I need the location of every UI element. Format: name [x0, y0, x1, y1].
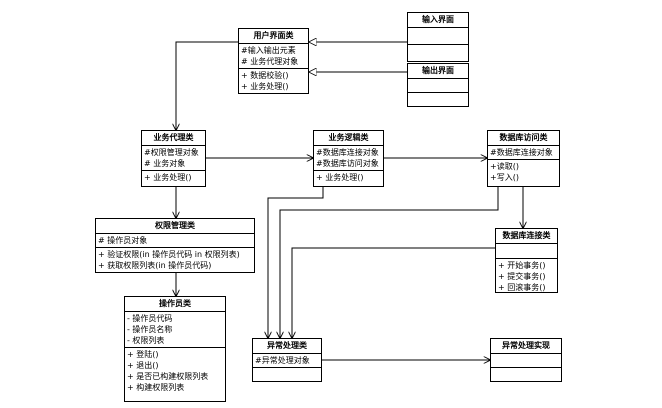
operations: + 登陆() + 退出() + 是否已构建权限列表 + 构建权限列表: [125, 348, 225, 394]
class-name: 权限管理类: [96, 219, 254, 234]
class-name: 输出界面: [408, 64, 468, 79]
attribute: # 业务对象: [144, 159, 186, 168]
attribute: # 业务代理对象: [241, 57, 299, 66]
attribute: #输入输出元素: [241, 46, 296, 55]
operation: + 退出(): [127, 361, 159, 370]
attribute: - 权限列表: [127, 336, 165, 345]
operation: +写入(): [490, 173, 519, 182]
operation: + 数据校验(): [241, 71, 289, 80]
attributes: #权限管理对象 # 业务对象: [142, 146, 205, 171]
operations: [253, 368, 321, 380]
attributes: [496, 244, 557, 259]
attribute: #异常处理对象: [255, 356, 310, 365]
class-name: 输入界面: [408, 13, 468, 28]
class-name: 异常处理类: [253, 339, 321, 354]
operation: + 提交事务(): [498, 272, 546, 281]
class-output-ui: 输出界面: [407, 63, 469, 107]
operations: + 业务处理(): [314, 171, 383, 184]
operation: + 登陆(): [127, 350, 159, 359]
operation: + 构建权限列表: [127, 383, 185, 392]
operations: + 验证权限(in 操作员代码 in 权限列表) + 获取权限列表(in 操作员…: [96, 248, 254, 272]
assoc-db-access-to-exception: [280, 187, 499, 338]
class-name: 数据库访问类: [488, 131, 559, 146]
assoc-logic-to-exception: [268, 187, 324, 338]
class-exception-implementation: 异常处理实现: [490, 338, 562, 382]
class-name: 业务代理类: [142, 131, 205, 146]
operations: + 数据校验() + 业务处理(): [239, 69, 308, 93]
attribute: # 操作员对象: [98, 236, 148, 245]
class-operator: 操作员类 - 操作员代码 - 操作员名称 - 权限列表 + 登陆() + 退出(…: [124, 296, 226, 402]
attributes: #数据库连接对象: [488, 146, 559, 160]
attribute: #数据库连接对象: [490, 148, 553, 157]
attribute: #数据库连接对象: [316, 148, 379, 157]
operations: + 业务处理(): [142, 171, 205, 184]
attribute: - 操作员名称: [127, 325, 173, 334]
operation: + 开始事务(): [498, 261, 546, 270]
operation: + 获取权限列表(in 操作员代码): [98, 261, 212, 270]
operation: + 业务处理(): [241, 82, 289, 91]
operations: [491, 368, 561, 380]
attributes: #异常处理对象: [253, 354, 321, 368]
class-database-connection: 数据库连接类 + 开始事务() + 提交事务() + 回滚事务(): [495, 228, 558, 293]
class-business-proxy: 业务代理类 #权限管理对象 # 业务对象 + 业务处理(): [141, 130, 206, 187]
class-authority-manager: 权限管理类 # 操作员对象 + 验证权限(in 操作员代码 in 权限列表) +…: [95, 218, 255, 273]
class-database-access: 数据库访问类 #数据库连接对象 +读取() +写入(): [487, 130, 560, 187]
operation: + 业务处理(): [316, 173, 364, 182]
class-input-ui: 输入界面: [407, 12, 469, 62]
operation: + 是否已构建权限列表: [127, 372, 209, 381]
operations: +读取() +写入(): [488, 160, 559, 184]
attributes: #数据库连接对象 #数据库访问对象: [314, 146, 383, 171]
class-name: 数据库连接类: [496, 229, 557, 244]
attribute: #数据库访问对象: [316, 159, 379, 168]
assoc-user-ui-to-proxy: [176, 41, 238, 130]
attributes: #输入输出元素 # 业务代理对象: [239, 44, 308, 69]
operation: +读取(): [490, 162, 519, 171]
operations: [408, 93, 468, 105]
operation: + 验证权限(in 操作员代码 in 权限列表): [98, 250, 240, 259]
attribute: #权限管理对象: [144, 148, 199, 157]
attributes: - 操作员代码 - 操作员名称 - 权限列表: [125, 312, 225, 348]
operations: + 开始事务() + 提交事务() + 回滚事务(): [496, 259, 557, 294]
class-user-ui: 用户界面类 #输入输出元素 # 业务代理对象 + 数据校验() + 业务处理(): [238, 28, 309, 94]
attributes: [408, 28, 468, 45]
attributes: # 操作员对象: [96, 234, 254, 248]
assoc-db-conn-to-exception: [292, 247, 495, 338]
class-name: 操作员类: [125, 297, 225, 312]
class-exception-handler: 异常处理类 #异常处理对象: [252, 338, 322, 382]
class-business-logic: 业务逻辑类 #数据库连接对象 #数据库访问对象 + 业务处理(): [313, 130, 384, 187]
operations: [408, 45, 468, 57]
class-name: 异常处理实现: [491, 339, 561, 354]
attribute: - 操作员代码: [127, 314, 173, 323]
class-name: 用户界面类: [239, 29, 308, 44]
attributes: [408, 79, 468, 93]
operation: + 回滚事务(): [498, 283, 546, 292]
operation: + 业务处理(): [144, 173, 192, 182]
class-name: 业务逻辑类: [314, 131, 383, 146]
attributes: [491, 354, 561, 368]
